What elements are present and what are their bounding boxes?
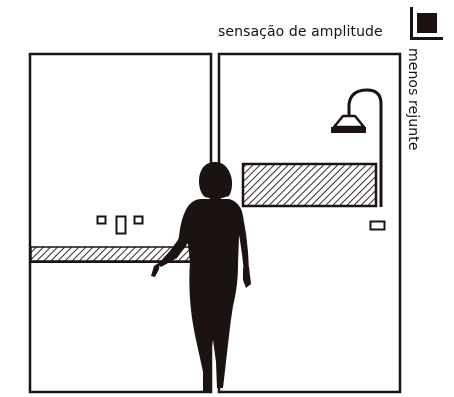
shower-head-icon (331, 88, 383, 207)
caption-amplitude: sensação de amplitude (218, 24, 383, 40)
countertop-strip (30, 246, 212, 262)
woman-silhouette-icon (151, 162, 251, 391)
wall-switches (96, 215, 144, 235)
corner-square-icon (410, 7, 443, 40)
right-wall-panel (217, 52, 402, 394)
shower-valve (369, 220, 386, 231)
shower-niche (241, 162, 378, 208)
caption-grout: menos rejunte (405, 48, 421, 151)
